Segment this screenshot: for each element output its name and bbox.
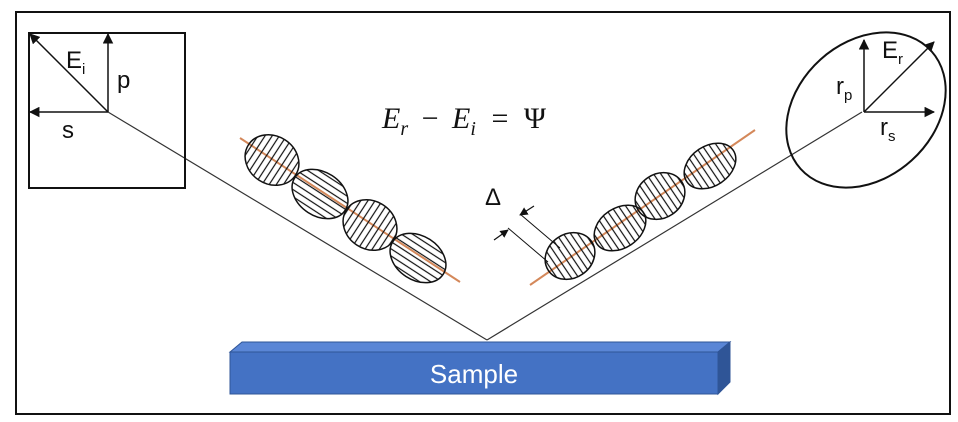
- sample-label: Sample: [430, 359, 518, 389]
- reflected-wave: [529, 129, 756, 286]
- reflected-polarization-ellipse: Er rp rs: [785, 31, 947, 189]
- incident-wave-lobe: [244, 133, 300, 187]
- incident-polarization-box: Ei p s: [28, 32, 186, 189]
- phase-shift-guide: [507, 227, 549, 263]
- rp-label: rp: [836, 73, 852, 104]
- s-label: s: [62, 117, 74, 144]
- incident-field-arrow: [29, 33, 109, 113]
- reflected-field-label: Er: [882, 37, 903, 68]
- reflected-field-arrow: [863, 41, 935, 113]
- incident-field-label: Ei: [66, 47, 85, 78]
- incident-wave-lobe: [389, 232, 447, 284]
- reflected-wave-lobe: [683, 142, 737, 190]
- incident-wave: [239, 133, 461, 284]
- outer-frame: [15, 11, 951, 415]
- rs-label: rs: [880, 114, 896, 145]
- reflected-wave-lobe: [634, 171, 686, 221]
- reflected-beam: [486, 111, 863, 341]
- phase-shift-label: Δ: [485, 184, 501, 211]
- ellipsometry-equation: Er − Ei = Ψ: [381, 102, 547, 142]
- sample-front-face: [229, 351, 719, 395]
- incident-beam: [107, 111, 488, 341]
- phase-shift-marker: Δ: [485, 184, 561, 263]
- sample-slab: Sample: [228, 340, 732, 396]
- phase-shift-arrow: [519, 205, 535, 216]
- phase-shift-guide: [519, 213, 561, 249]
- phase-shift-arrow: [493, 229, 509, 241]
- incident-wave-lobe: [291, 168, 349, 220]
- sample-top-face: [228, 341, 732, 353]
- p-label: p: [117, 67, 130, 94]
- reflected-wave-lobe: [544, 231, 596, 281]
